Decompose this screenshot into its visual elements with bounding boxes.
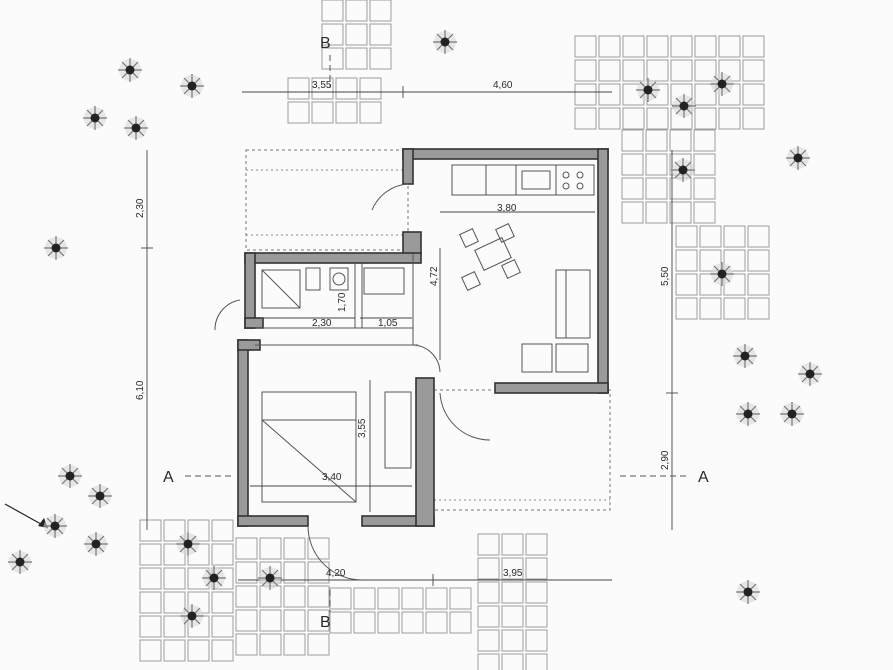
tree-symbol-icon — [87, 483, 113, 509]
section-label-right-a: A — [698, 469, 709, 486]
section-label-top-b: B — [320, 35, 331, 52]
section-lines — [185, 55, 690, 612]
dimension-left-upper: 2,30 — [135, 198, 146, 218]
dimension-bottom-right: 3,95 — [503, 568, 523, 579]
labels: B B A A 3,55 4,60 3,80 2,30 1,05 3,40 4,… — [135, 35, 709, 631]
dimension-kitchen-width: 3,80 — [497, 203, 517, 214]
trees — [7, 29, 823, 629]
tree-symbol-icon — [779, 401, 805, 427]
pergola-bottom-right — [433, 389, 611, 511]
tree-symbol-icon — [117, 57, 143, 83]
tree-symbol-icon — [179, 73, 205, 99]
dimension-bath-height: 1,70 — [337, 292, 348, 312]
tree-symbol-icon — [709, 71, 735, 97]
tree-symbol-icon — [57, 463, 83, 489]
tree-symbol-icon — [785, 145, 811, 171]
dimension-living-height: 4,72 — [429, 266, 440, 286]
bathroom-fixtures — [261, 267, 405, 309]
kitchen-counter — [451, 164, 595, 196]
door-swings — [214, 183, 491, 581]
dimension-bottom-left: 4,20 — [326, 568, 346, 579]
tree-symbol-icon — [42, 513, 68, 539]
walls — [237, 148, 609, 527]
tree-symbol-icon — [179, 603, 205, 629]
tree-symbol-icon — [83, 531, 109, 557]
tree-symbol-icon — [797, 361, 823, 387]
dimension-bath-width: 2,30 — [312, 318, 332, 329]
dimension-lines — [141, 86, 678, 586]
paving-area — [139, 0, 770, 670]
armchair — [521, 343, 589, 373]
dimension-top-left: 3,55 — [312, 80, 332, 91]
tree-symbol-icon — [732, 343, 758, 369]
dimension-bed-width: 3,40 — [322, 472, 342, 483]
tree-symbol-icon — [175, 531, 201, 557]
dimension-right-upper: 5,50 — [660, 266, 671, 286]
pergola-left — [245, 149, 409, 251]
tree-symbol-icon — [735, 579, 761, 605]
tree-symbol-icon — [43, 235, 69, 261]
tree-symbol-icon — [123, 115, 149, 141]
dimension-right-lower: 2,90 — [660, 450, 671, 470]
partitions — [255, 254, 418, 346]
sofa — [555, 269, 591, 339]
section-label-left-a: A — [163, 469, 174, 486]
arrow-icon — [4, 503, 49, 529]
tree-symbol-icon — [7, 549, 33, 575]
dimension-bed-height: 3,55 — [357, 418, 368, 438]
tree-symbol-icon — [432, 29, 458, 55]
bed — [261, 391, 412, 503]
tree-symbol-icon — [709, 261, 735, 287]
tree-symbol-icon — [82, 105, 108, 131]
tree-symbol-icon — [201, 565, 227, 591]
tree-symbol-icon — [635, 77, 661, 103]
dimension-left-total: 6,10 — [135, 380, 146, 400]
dimension-hall-width: 1,05 — [378, 318, 398, 329]
dining-table — [459, 223, 521, 291]
tree-symbol-icon — [735, 401, 761, 427]
dimension-top-right: 4,60 — [493, 80, 513, 91]
section-label-bottom-b: B — [320, 614, 331, 631]
